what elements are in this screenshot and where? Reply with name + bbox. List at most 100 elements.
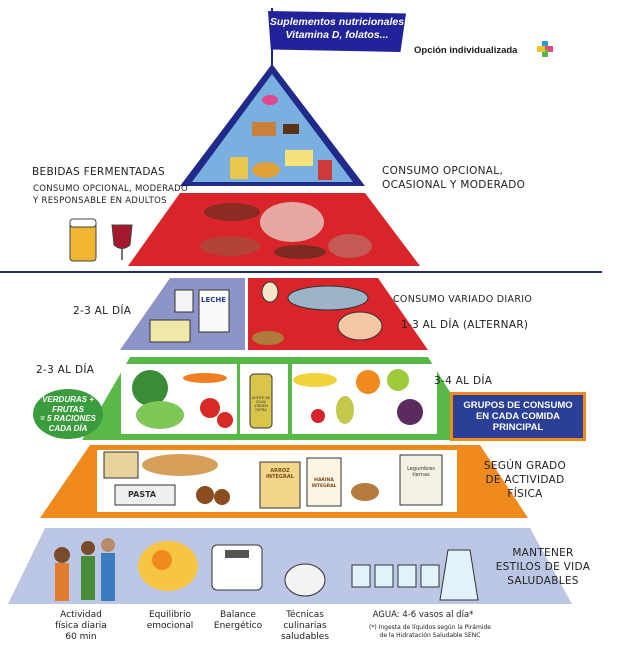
- caption-emotional-1: Equilibrio: [148, 610, 192, 620]
- water-glass-2: [374, 564, 394, 588]
- walker-body-2: [81, 556, 95, 600]
- ham-shape: [260, 202, 324, 242]
- snack-box-shape: [230, 157, 248, 179]
- legumes-label: Legumbres tiernas: [407, 466, 435, 478]
- olive-oil-bottle-shape: [249, 373, 273, 429]
- flour-jar-shape: [306, 457, 342, 507]
- wine-glass-shape: [111, 224, 133, 249]
- lettuce-shape: [136, 401, 184, 429]
- lifestyle-line-3: SALUDABLES: [507, 575, 579, 587]
- brain-gear-shape: [152, 550, 172, 570]
- bubble-line-4: CADA DÍA: [48, 423, 88, 433]
- consumption-groups-box: GRUPOS DE CONSUMO EN CADA COMIDA PRINCIP…: [450, 392, 586, 441]
- caption-emotional-2: emocional: [146, 621, 194, 631]
- bubble-line-2: FRUTAS: [52, 404, 84, 414]
- flour-label: HARINA INTEGRAL: [311, 478, 337, 489]
- chocolate-shape: [283, 124, 299, 134]
- lifestyle-line-2: ESTILOS DE VIDA: [495, 561, 591, 573]
- milk-carton-shape: [198, 289, 230, 333]
- yogurt-shape: [174, 289, 194, 313]
- grade-line-1: SEGÚN GRADO: [483, 460, 567, 472]
- chestnut-shape: [196, 486, 214, 504]
- scale-display: [225, 550, 249, 558]
- fruit-frequency: 3-4 AL DÍA: [434, 375, 493, 387]
- caption-emotional: Equilibrio emocional: [135, 610, 205, 632]
- fermented-sub-2: Y RESPONSABLE EN ADULTOS: [33, 196, 167, 206]
- caption-cooking-3: saludables: [280, 632, 330, 642]
- bubble-line-1: VERDURAS +: [42, 395, 94, 404]
- veg-frequency: 2-3 AL DÍA: [36, 364, 95, 376]
- caption-cooking-1: Técnicas: [286, 610, 324, 620]
- water-glass-3: [397, 564, 417, 588]
- flag-line-1: Suplementos nutricionales: [269, 16, 405, 28]
- optional-line-2: OCASIONAL Y MODERADO: [382, 179, 526, 191]
- bread-shape: [142, 454, 218, 476]
- caption-energy-1: Balance: [220, 610, 256, 620]
- milk-label: LECHE: [201, 296, 227, 304]
- water-jug-shape: [439, 549, 479, 601]
- butter-shape: [285, 150, 313, 166]
- walker-body-3: [101, 553, 115, 601]
- chicken-shape: [337, 311, 383, 341]
- strawberry-shape: [311, 409, 325, 423]
- alternate-frequency: 1-3 AL DÍA (ALTERNAR): [401, 319, 529, 331]
- banana-shape: [293, 373, 337, 387]
- chorizo-shape: [274, 245, 326, 259]
- grade-line-2: DE ACTIVIDAD: [485, 474, 565, 486]
- walking-people-shape: [54, 547, 70, 563]
- pasta-box-shape: [114, 484, 176, 506]
- sausage-shape: [204, 203, 260, 221]
- caption-activity-3: 60 min: [65, 632, 97, 642]
- carrot-shape: [183, 373, 227, 383]
- caption-activity-2: física diaria: [55, 621, 107, 631]
- potato-shape: [351, 483, 379, 501]
- fermented-sub-1: CONSUMO OPCIONAL, MODERADO: [33, 184, 188, 194]
- footnote-1: (*) Ingesta de líquidos según la Pirámid…: [369, 624, 491, 631]
- walker-head-3: [101, 538, 115, 552]
- walker-body: [55, 563, 69, 601]
- chestnut-shape-2: [214, 489, 230, 505]
- oil-label: ACEITE DE OLIVA VIRGEN EXTRA: [251, 396, 271, 412]
- soda-shape: [318, 160, 332, 180]
- caption-energy-2: Energético: [213, 621, 263, 631]
- scale-shape: [211, 544, 263, 591]
- caption-cooking-2: culinarias: [283, 621, 327, 631]
- rice-label: ARROZ INTEGRAL: [266, 468, 294, 480]
- cheese-shape: [149, 319, 191, 343]
- legumes-bag-shape: [399, 454, 443, 506]
- fermented-title: BEBIDAS FERMENTADAS: [32, 166, 165, 178]
- egg-shape: [261, 281, 279, 303]
- orange-shape: [356, 370, 380, 394]
- flag-line-2: Vitamina D, folatos...: [285, 29, 389, 41]
- cake-shape: [252, 122, 276, 136]
- plus-icon: [537, 41, 553, 57]
- beer-foam-shape: [69, 218, 97, 228]
- supplements-flag: Suplementos nutricionales Vitamina D, fo…: [268, 11, 406, 52]
- varied-consumption: CONSUMO VARIADO DIARIO: [393, 294, 533, 305]
- fish-shape: [287, 285, 369, 311]
- rice-box-bag-shape: [103, 451, 139, 479]
- rice-bag-shape: [259, 461, 301, 509]
- broccoli-shape: [132, 370, 168, 406]
- optional-individual-label: Opción individualizada: [414, 45, 518, 56]
- footnote-2: de la Hidratación Saludable SENC: [379, 632, 481, 639]
- grade-line-3: FÍSICA: [507, 488, 543, 500]
- croissant-shape: [252, 162, 280, 178]
- optional-line-1: CONSUMO OPCIONAL,: [382, 165, 504, 177]
- dairy-frequency: 2-3 AL DÍA: [73, 305, 132, 317]
- caption-activity-1: Actividad: [60, 610, 102, 620]
- nuts-shape: [252, 331, 284, 345]
- five-a-day-bubble: VERDURAS + FRUTAS = 5 RACIONES CADA DÍA: [33, 389, 103, 439]
- tomato-shape: [200, 398, 220, 418]
- lifestyle-line-1: MANTENER: [512, 547, 574, 559]
- candy-shape: [262, 95, 278, 105]
- tomato-shape-2: [217, 412, 233, 428]
- grapes-shape: [397, 399, 423, 425]
- caption-water: AGUA: 4-6 vasos al día*: [372, 610, 474, 620]
- apple-shape: [387, 369, 409, 391]
- salami-shape: [200, 236, 260, 256]
- teapot-shape: [284, 563, 326, 597]
- bubble-line-3: = 5 RACIONES: [40, 414, 96, 423]
- beer-mug-shape: [69, 222, 97, 262]
